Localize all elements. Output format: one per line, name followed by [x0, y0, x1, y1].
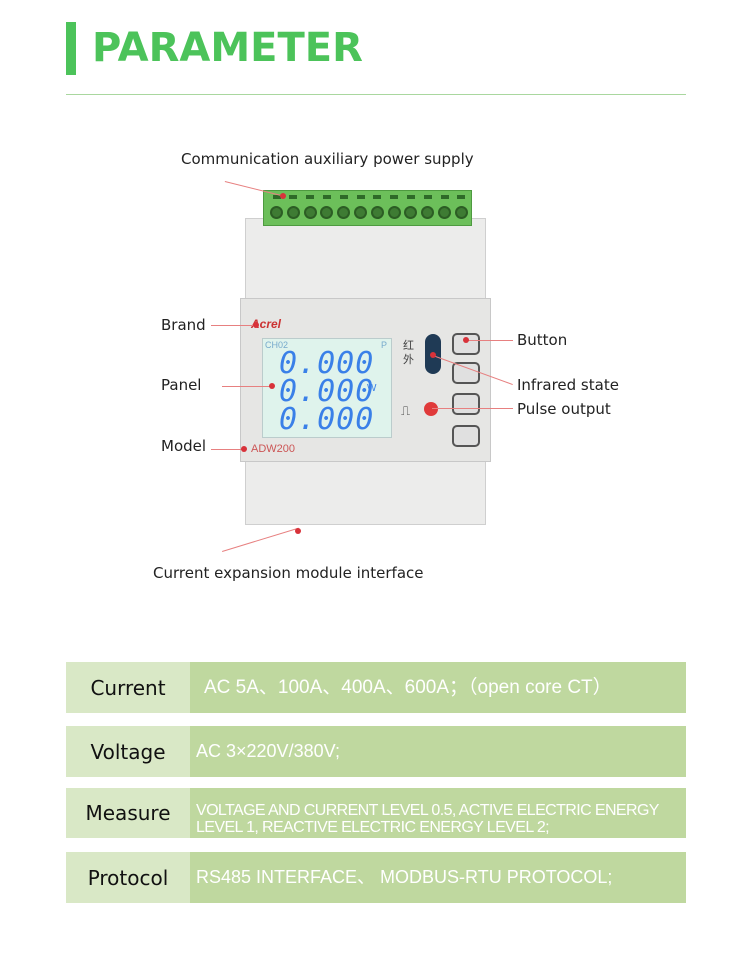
terminal-screw: [370, 206, 384, 219]
spec-value: RS485 INTERFACE、 MODBUS-RTU PROTOCOL;: [190, 852, 686, 903]
infrared-label: 红外: [403, 340, 414, 366]
terminal-tab: [457, 195, 466, 199]
leader-line: [432, 408, 513, 409]
leader-line: [222, 527, 299, 552]
title-accent-bar: [66, 22, 76, 75]
terminal-block: [263, 190, 472, 226]
callout-dot: [269, 383, 275, 389]
lcd-row-3: 0.000: [279, 402, 375, 437]
meter-button-2: [452, 362, 480, 384]
callout-dot: [295, 528, 301, 534]
terminal-tab: [423, 195, 432, 199]
terminal-tab: [272, 195, 281, 199]
terminal-tab: [373, 195, 382, 199]
terminal-tab: [390, 195, 399, 199]
model-text: ADW200: [251, 443, 296, 455]
brand-logo: Acrel: [251, 317, 282, 331]
meter-button-3: [452, 393, 480, 415]
callout-panel: Panel: [161, 376, 202, 394]
callout-expansion: Current expansion module interface: [153, 564, 424, 582]
leader-line: [211, 325, 256, 326]
lcd-row-1: 0.000: [279, 346, 375, 381]
leader-line: [211, 449, 243, 450]
callout-button: Button: [517, 331, 568, 349]
meter-button-1: [452, 333, 480, 355]
callout-dot: [430, 352, 436, 358]
terminal-screw: [286, 206, 300, 219]
callout-dot: [253, 322, 259, 328]
callout-dot: [463, 337, 469, 343]
terminal-screw: [270, 206, 283, 219]
spec-value: AC 3×220V/380V;: [190, 726, 686, 777]
terminal-screw: [337, 206, 351, 219]
terminal-tab: [406, 195, 415, 199]
terminal-tab: [306, 195, 315, 199]
meter-button-4: [452, 425, 480, 447]
callout-model: Model: [161, 437, 207, 455]
leader-line: [466, 340, 513, 341]
spec-value: VOLTAGE AND CURRENT LEVEL 0.5, ACTIVE EL…: [190, 788, 686, 838]
spec-label: Voltage: [66, 726, 190, 777]
terminal-tab: [339, 195, 348, 199]
terminal-screw: [438, 206, 451, 219]
terminal-screw: [454, 206, 468, 219]
terminal-screw: [303, 206, 317, 219]
terminal-screw: [387, 206, 401, 219]
terminal-tab: [322, 195, 331, 199]
leader-line: [224, 181, 282, 197]
terminal-screw: [354, 206, 367, 219]
spec-row-current: Current AC 5A、100A、400A、600A；（open core …: [66, 662, 686, 713]
spec-row-protocol: Protocol RS485 INTERFACE、 MODBUS-RTU PRO…: [66, 852, 686, 903]
callout-dot: [280, 193, 286, 199]
spec-row-measure: Measure VOLTAGE AND CURRENT LEVEL 0.5, A…: [66, 788, 686, 838]
lcd-row-2: 0.000: [279, 374, 375, 409]
terminal-screw: [320, 206, 334, 219]
callout-infrared: Infrared state: [517, 376, 619, 394]
terminal-tab: [356, 195, 365, 199]
callout-pulse: Pulse output: [517, 400, 611, 418]
lcd-display: CH02 P 0.000 0.000 0.000 W: [262, 338, 392, 438]
terminal-screw: [404, 206, 418, 219]
terminal-screw: [421, 206, 435, 219]
callout-brand: Brand: [161, 316, 206, 334]
spec-label: Protocol: [66, 852, 190, 903]
callout-power-supply: Communication auxiliary power supply: [181, 150, 474, 168]
pulse-led: [424, 402, 438, 416]
terminal-tab: [289, 195, 298, 199]
terminal-tab: [440, 195, 449, 199]
lcd-indicator: P: [380, 340, 387, 350]
page-title: PARAMETER: [92, 25, 363, 71]
spec-value: AC 5A、100A、400A、600A；（open core CT）: [190, 662, 686, 713]
callout-dot: [241, 446, 247, 452]
spec-label: Current: [66, 662, 190, 713]
pulse-icon: ⎍: [401, 403, 411, 418]
title-divider: [66, 94, 686, 95]
spec-row-voltage: Voltage AC 3×220V/380V;: [66, 726, 686, 777]
lcd-unit: W: [367, 383, 377, 394]
lcd-channel: CH02: [265, 340, 289, 350]
spec-label: Measure: [66, 788, 190, 838]
leader-line: [222, 386, 272, 387]
